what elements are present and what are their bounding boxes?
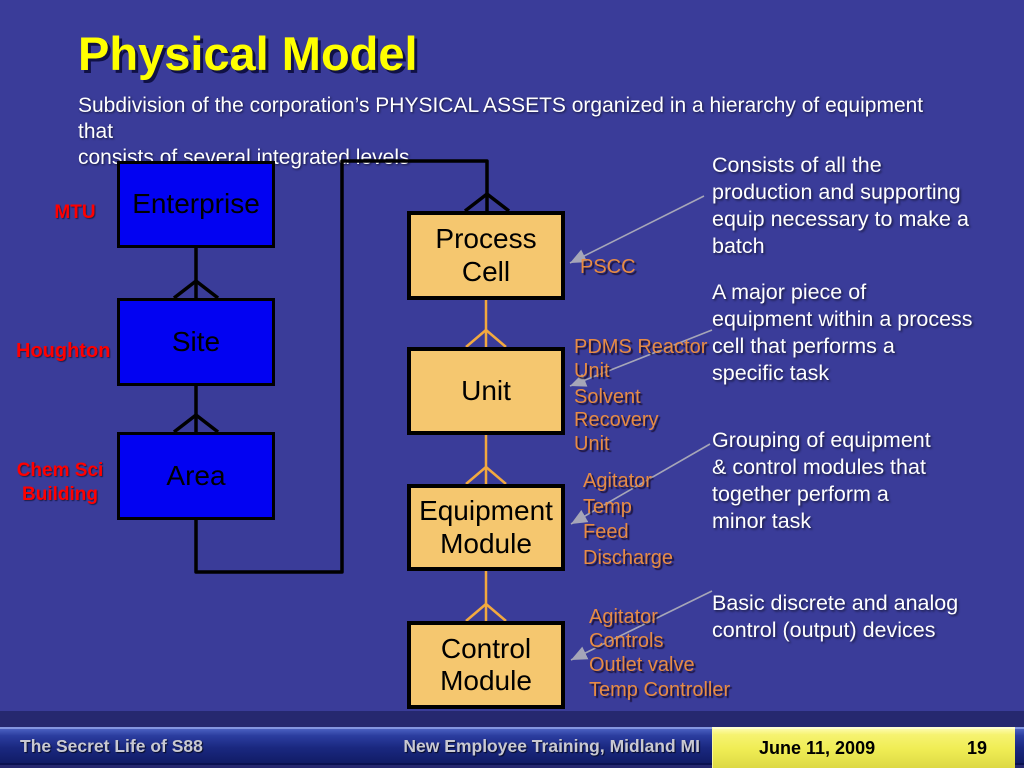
label-site-example: Houghton [16, 340, 111, 362]
arrow-icon [569, 329, 713, 387]
description-pointer-arrows [569, 195, 713, 661]
label-controlmodule-examples: Agitator Controls Outlet valve Temp Cont… [589, 606, 731, 701]
caret-icon [172, 413, 220, 434]
footer-date: June 11, 2009 [759, 738, 876, 758]
label-area-example: Chem Sci Building [16, 460, 104, 505]
arrow-icon [569, 195, 705, 264]
label-processcell-example: PSCC [580, 256, 636, 278]
box-control-module: Control Module [407, 621, 565, 709]
arrow-icon [570, 590, 713, 661]
footer-date-box: June 11, 2009 19 [712, 727, 1015, 768]
caret-icon [465, 465, 507, 485]
description-control-module: Basic discrete and analog control (outpu… [712, 591, 959, 643]
description-equipment-module: Grouping of equipment & control modules … [712, 428, 931, 534]
box-process-cell: Process Cell [407, 211, 565, 300]
footer-page-number: 19 [966, 738, 987, 758]
caret-icon [465, 602, 507, 622]
caret-icon [465, 328, 507, 348]
box-site: Site [117, 298, 275, 386]
label-unit-example-solvent: Solvent Recovery Unit [574, 386, 659, 455]
caret-icon [172, 279, 220, 300]
footer-presentation-title: The Secret Life of S88 [20, 735, 203, 756]
footer-texts: The Secret Life of S88 New Employee Trai… [20, 729, 700, 763]
label-unit-example-reactor: PDMS Reactor Unit [574, 336, 708, 382]
description-process-cell: Consists of all the production and suppo… [712, 153, 969, 259]
orange-hierarchy-connectors [465, 300, 507, 622]
caret-icon [463, 192, 511, 213]
label-enterprise-example: MTU [54, 202, 96, 223]
slide-subtitle: Subdivision of the corporation’s PHYSICA… [78, 94, 924, 169]
blue-hierarchy-connectors [172, 159, 511, 574]
box-enterprise: Enterprise [117, 161, 275, 248]
box-area: Area [117, 432, 275, 520]
slide-title: Physical Model [78, 27, 418, 80]
label-equipmentmodule-examples: Agitator Temp Feed Discharge [583, 470, 674, 569]
footer-event: New Employee Training, Midland MI [403, 735, 700, 756]
description-unit: A major piece of equipment within a proc… [712, 280, 973, 386]
arrow-icon [570, 443, 711, 525]
box-equipment-module: Equipment Module [407, 484, 565, 571]
connector-area-processcell [194, 159, 489, 574]
box-unit: Unit [407, 347, 565, 435]
